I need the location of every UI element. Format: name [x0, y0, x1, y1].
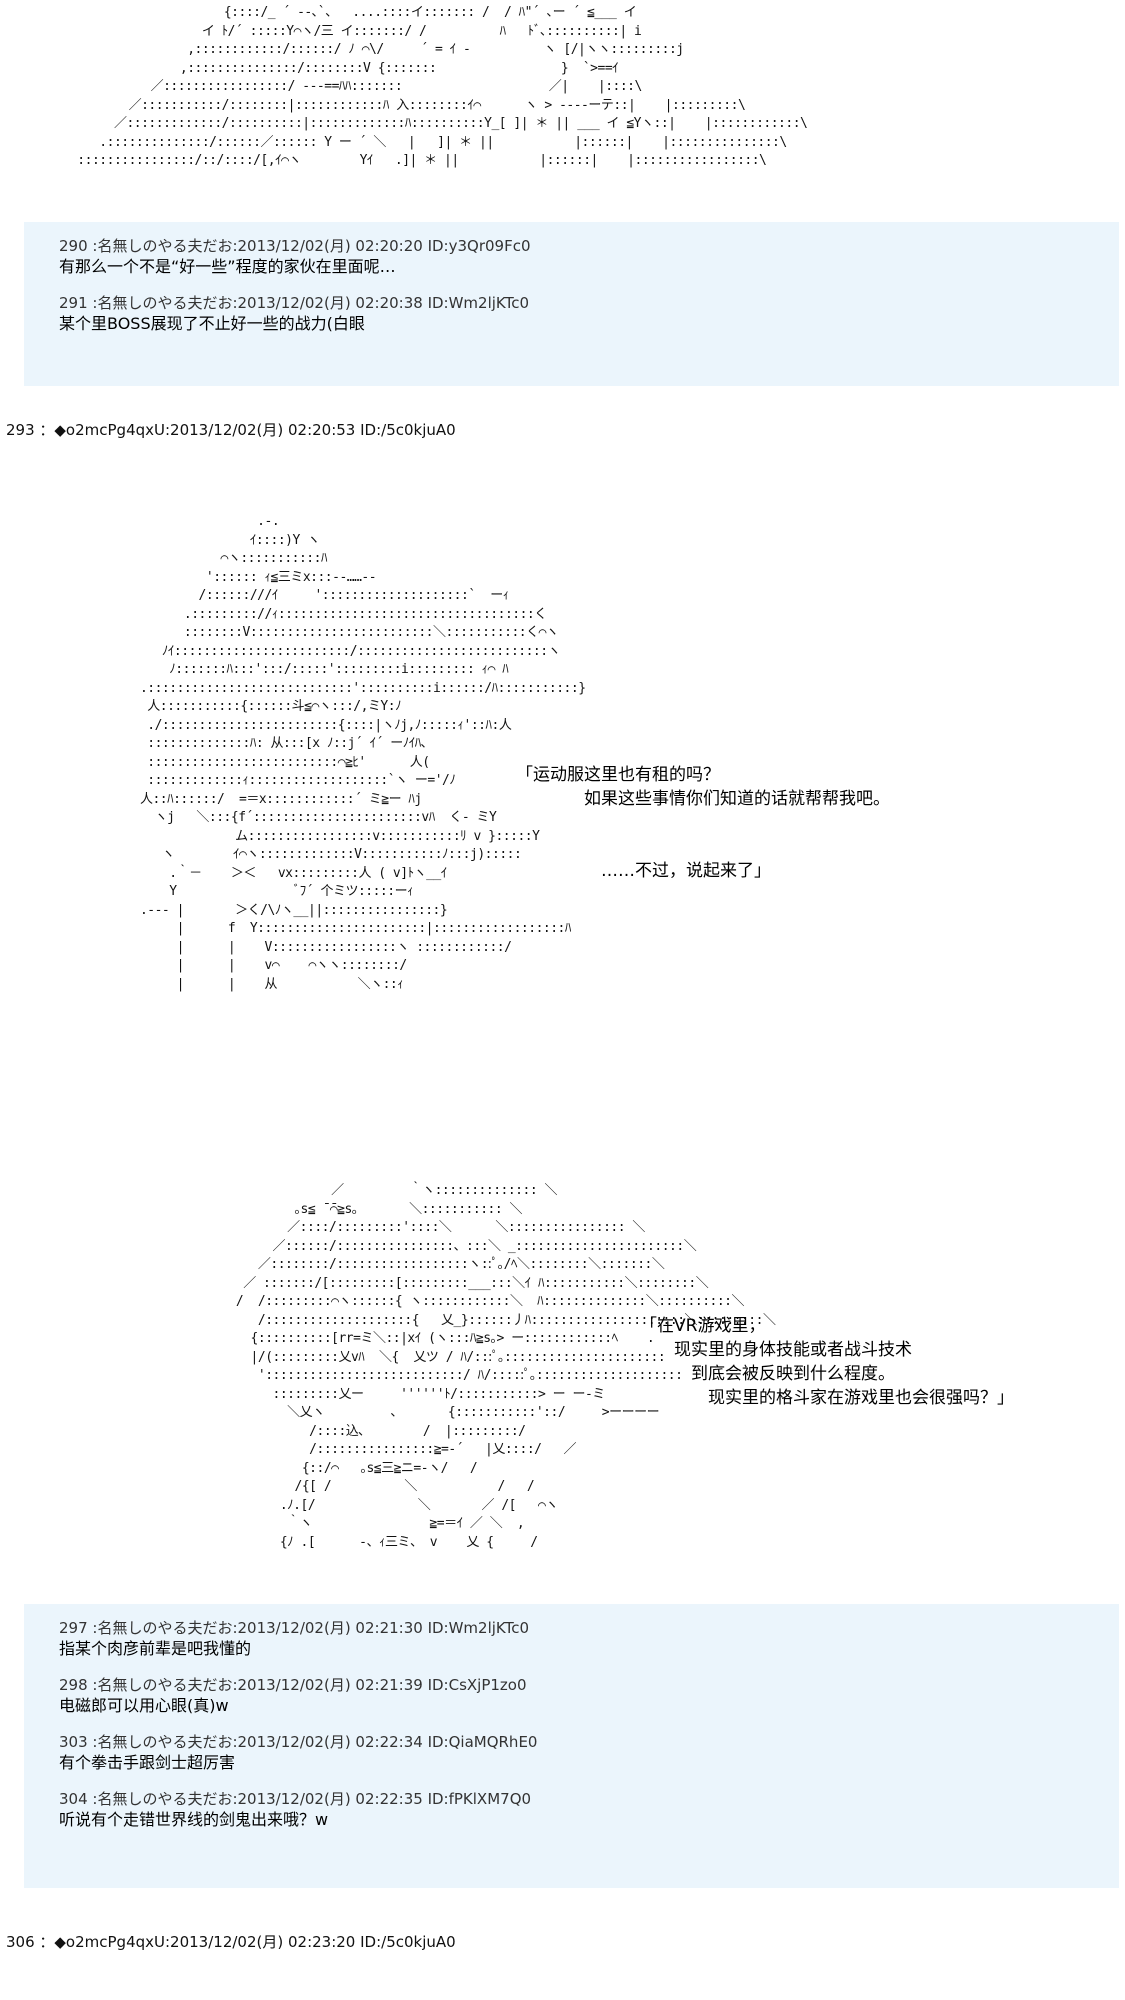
dialogue-sportswear: 「运动服这里也有租的吗？ 如果这些事情你们知道的话就帮帮我吧。 ……不过，说起来…: [516, 765, 890, 881]
reply-header: 291 :名無しのやる夫だお:2013/12/02(月) 02:20:38 ID…: [59, 294, 529, 312]
ascii-art-line: ／:::::::::::::/::::::::::|:::::::::::::ﾊ…: [48, 116, 808, 131]
ascii-art-line: ,:::::::::::::::/::::::::V {::::::: } `>…: [48, 60, 619, 76]
ascii-art-line: /::::::::::::::::::::{ 乂_}::::::丿ﾊ::::::…: [126, 1312, 776, 1328]
ascii-art-line: |/(:::::::::乂vﾊ ＼{ 乂ツ / ﾊ/:::ﾟ｡:::::::::…: [126, 1349, 666, 1365]
ascii-art-line: 人:::::::::::{::::::斗≦⌒ヽ:::/,ミY:ﾉ: [74, 699, 402, 714]
ascii-art-line: ／ ｀ヽ:::::::::::::: ＼: [126, 1183, 557, 1198]
reply-header: 297 :名無しのやる夫だお:2013/12/02(月) 02:21:30 ID…: [59, 1619, 529, 1637]
ascii-art-line: ヽ ｲ⌒ヽ:::::::::::::V:::::::::::ﾉ:::j)::::…: [74, 847, 522, 862]
ascii-art-line: {::::::::::[rr=ミ＼::|xｲ (ヽ:::ﾊ≧s｡> ー:::::…: [126, 1331, 655, 1346]
ascii-art-line: ':::::::::::::::::::::::::::/ ﾊ/:::::ﾟ｡:…: [126, 1368, 683, 1383]
ascii-art-line: ⌒ヽ:::::::::::ﾊ: [74, 551, 328, 566]
ascii-art-line: ｡s≦ ̄ ̄⌒≧s｡ ＼::::::::::: ＼: [126, 1201, 523, 1217]
ascii-art-line: .::::::::://ｨ:::::::::::::::::::::::::::…: [74, 606, 547, 622]
ascii-art-line: ｲ::::)Y ヽ: [74, 532, 320, 548]
ascii-art-line: ,::::::::::::/::::::/ ﾉ ⌒\/ ´ = ｲ - ヽ [/…: [48, 42, 684, 57]
dialogue-vr-game: 「在VR游戏里， 现实里的身体技能或者战斗技术 到底会被反映到什么程度。 现实里…: [640, 1316, 1014, 1408]
post-header-306: 306 ：◆o2mcPg4qxU:2013/12/02(月) 02:23:20 …: [6, 1933, 456, 1951]
ascii-art-line: | | 从 ＼ヽ::ｨ: [74, 976, 404, 992]
ascii-art-line: | f Y:::::::::::::::::::::::|:::::::::::…: [74, 921, 572, 936]
ascii-art-line: ﾉ:::::::ﾊ:::':::/:::::':::::::::i:::::::…: [74, 662, 509, 677]
ascii-art-line: {ﾉ .[ -、ｨ三ミ、 v 乂 { /: [126, 1534, 538, 1550]
reply-body: 有个拳击手跟剑士超厉害: [59, 1753, 236, 1772]
ascii-art-line: .::::::::::::::/::::::／:::::: Y ー ´ ＼ | …: [48, 134, 787, 150]
ascii-art-line: Y ﾞﾌ´ 个ミツ:::::ーｨ: [74, 884, 414, 899]
ascii-art-line: :::::::::::::ｨ:::::::::::::::::::`ヽ ー='/…: [74, 773, 456, 788]
reply: 303 :名無しのやる夫だお:2013/12/02(月) 02:22:34 ID…: [59, 1732, 1119, 1773]
post-header-293: 293 ：◆o2mcPg4qxU:2013/12/02(月) 02:20:53 …: [6, 421, 456, 439]
ascii-art-line: ::::::::V:::::::::::::::::::::::::＼:::::…: [74, 625, 559, 640]
comment-box-second: 297 :名無しのやる夫だお:2013/12/02(月) 02:21:30 ID…: [24, 1604, 1119, 1888]
reply: 290 :名無しのやる夫だお:2013/12/02(月) 02:20:20 ID…: [59, 236, 1119, 277]
ascii-art-line: ::::::::::::::::/::/::::/[,ｲ⌒ヽ Yｲ .]| ＊ …: [48, 153, 767, 168]
ascii-art-line: ｀ヽ ≧=＝ｲ ／ ＼ ,: [126, 1516, 525, 1531]
ascii-art-line: 人::ﾊ::::::/ =＝x::::::::::::´ ミ≧ー ﾊj: [74, 791, 422, 807]
ascii-art-line: ／::::/:::::::::'::::＼ ＼:::::::::::::::: …: [126, 1220, 645, 1235]
ascii-art-line: /::::::::::::::::≧=-´ |乂::::/ ／: [126, 1442, 576, 1457]
ascii-art-line: | | v⌒ ⌒ヽヽ::::::::/: [74, 958, 408, 973]
ascii-art-line: ＼乂ヽ ､ {:::::::::::'::/ >ーーーー: [126, 1405, 660, 1420]
ascii-art-top: {::::/_ ´ --､`、 ....::::イ::::::: / / ﾊ"´…: [48, 4, 808, 171]
reply-header: 298 :名無しのやる夫だお:2013/12/02(月) 02:21:39 ID…: [59, 1676, 527, 1694]
ascii-art-line: .-.: [74, 514, 280, 529]
reply-header: 304 :名無しのやる夫だお:2013/12/02(月) 02:22:35 ID…: [59, 1790, 532, 1808]
ascii-art-line: {::::/_ ´ --､`、 ....::::イ::::::: / / ﾊ"´…: [48, 5, 637, 20]
ascii-art-character: .-. ｲ::::)Y ヽ ⌒ヽ:::::::::::ﾊ ':::::: ｨ≦三…: [74, 513, 586, 994]
ascii-art-line: ヽj ＼:::{f´:::::::::::::::::::::::vﾊ く- ミ…: [74, 810, 497, 825]
reply: 297 :名無しのやる夫だお:2013/12/02(月) 02:21:30 ID…: [59, 1618, 1119, 1659]
ascii-art-line: .::::::::::::::::::::::::::::'::::::::::…: [74, 680, 586, 696]
comment-box-first: 290 :名無しのやる夫だお:2013/12/02(月) 02:20:20 ID…: [24, 222, 1119, 386]
ascii-art-line: ／::::::::/::::::::::::::::::ヽ::ﾟ｡/ﾍ＼::::…: [126, 1257, 665, 1272]
ascii-art-line: /::::::///ｲ '::::::::::::::::::::` ーｨ: [74, 588, 510, 603]
reply-header: 290 :名無しのやる夫だお:2013/12/02(月) 02:20:20 ID…: [59, 237, 531, 255]
ascii-art-line: ::::::::::::::ﾊ: 从:::[x ﾉ::j´ ｲ´ ーﾉｲﾊ､: [74, 736, 427, 751]
reply: 304 :名無しのやる夫だお:2013/12/02(月) 02:22:35 ID…: [59, 1789, 1119, 1830]
reply-body: 电磁郎可以用心眼(真)w: [59, 1696, 229, 1715]
ascii-art-line: .｀－ ＞＜ vx:::::::::人 ( v]ﾄヽ__ｲ: [74, 865, 447, 881]
ascii-art-line: .--- | ＞く/\ﾉヽ__||::::::::::::::::}: [74, 902, 448, 918]
reply-body: 听说有个走错世界线的剑鬼出来哦？w: [59, 1810, 329, 1829]
ascii-art-line: | | V:::::::::::::::::ヽ ::::::::::::/: [74, 939, 512, 955]
ascii-art-line: {::/⌒ ｡s≦三≧ニ=-ヽ/ /: [126, 1460, 478, 1476]
ascii-art-line: ／:::::::::::/::::::::|::::::::::::ﾊ 入:::…: [48, 97, 746, 113]
ascii-art-line: ':::::: ｨ≦三ミx:::--……--: [74, 569, 377, 585]
ascii-art-line: /{[ / ＼ / /: [126, 1479, 535, 1494]
ascii-art-line: ／:::::::::::::::::/ ---==ﾊﾊ::::::: ／| |:…: [48, 79, 643, 94]
ascii-art-line: :::::::::乂ー ''''''ﾄ/:::::::::::> ー ー-ミ: [126, 1386, 606, 1402]
ascii-art-line: / /:::::::::⌒ヽ::::::{ ヽ::::::::::::＼ ﾊ::…: [126, 1294, 745, 1309]
ascii-art-line: ／ :::::::/[:::::::::[:::::::::___:::＼ｲ ﾊ…: [126, 1275, 709, 1291]
reply-body: 某个里BOSS展现了不止好一些的战力(白眼: [59, 314, 365, 333]
reply-body: 指某个肉彦前辈是吧我懂的: [59, 1639, 252, 1658]
ascii-art-line: ./::::::::::::::::::::::::{::::|ヽﾉj,ﾉ:::…: [74, 717, 512, 733]
reply: 298 :名無しのやる夫だお:2013/12/02(月) 02:21:39 ID…: [59, 1675, 1119, 1716]
ascii-art-line: イ ﾄ/´ :::::Y⌒ヽ/三 イ:::::::/ / ﾊ ﾄﾞ､::::::…: [48, 23, 642, 39]
ascii-art-line: .ﾉ.[/ ＼ ／ /[ ⌒ヽ: [126, 1497, 558, 1513]
reply: 291 :名無しのやる夫だお:2013/12/02(月) 02:20:38 ID…: [59, 293, 1119, 334]
ascii-art-line: ﾉｲ::::::::::::::::::::::::/:::::::::::::…: [74, 643, 561, 659]
reply-body: 有那么一个不是“好一些”程度的家伙在里面呢…: [59, 257, 396, 276]
ascii-art-character-two: ／ ｀ヽ:::::::::::::: ＼ ｡s≦ ̄ ̄⌒≧s｡ ＼::::::…: [126, 1182, 776, 1552]
reply-header: 303 :名無しのやる夫だお:2013/12/02(月) 02:22:34 ID…: [59, 1733, 538, 1751]
ascii-art-line: ム:::::::::::::::::v:::::::::::ﾘ v }:::::…: [74, 828, 540, 844]
ascii-art-line: ::::::::::::::::::::::::::⌒≧ﾋ' 人(: [74, 754, 430, 770]
ascii-art-line: ／::::::/::::::::::::::::、:::＼ _:::::::::…: [126, 1238, 697, 1254]
ascii-art-line: /::::込､ / |:::::::::/: [126, 1423, 526, 1439]
